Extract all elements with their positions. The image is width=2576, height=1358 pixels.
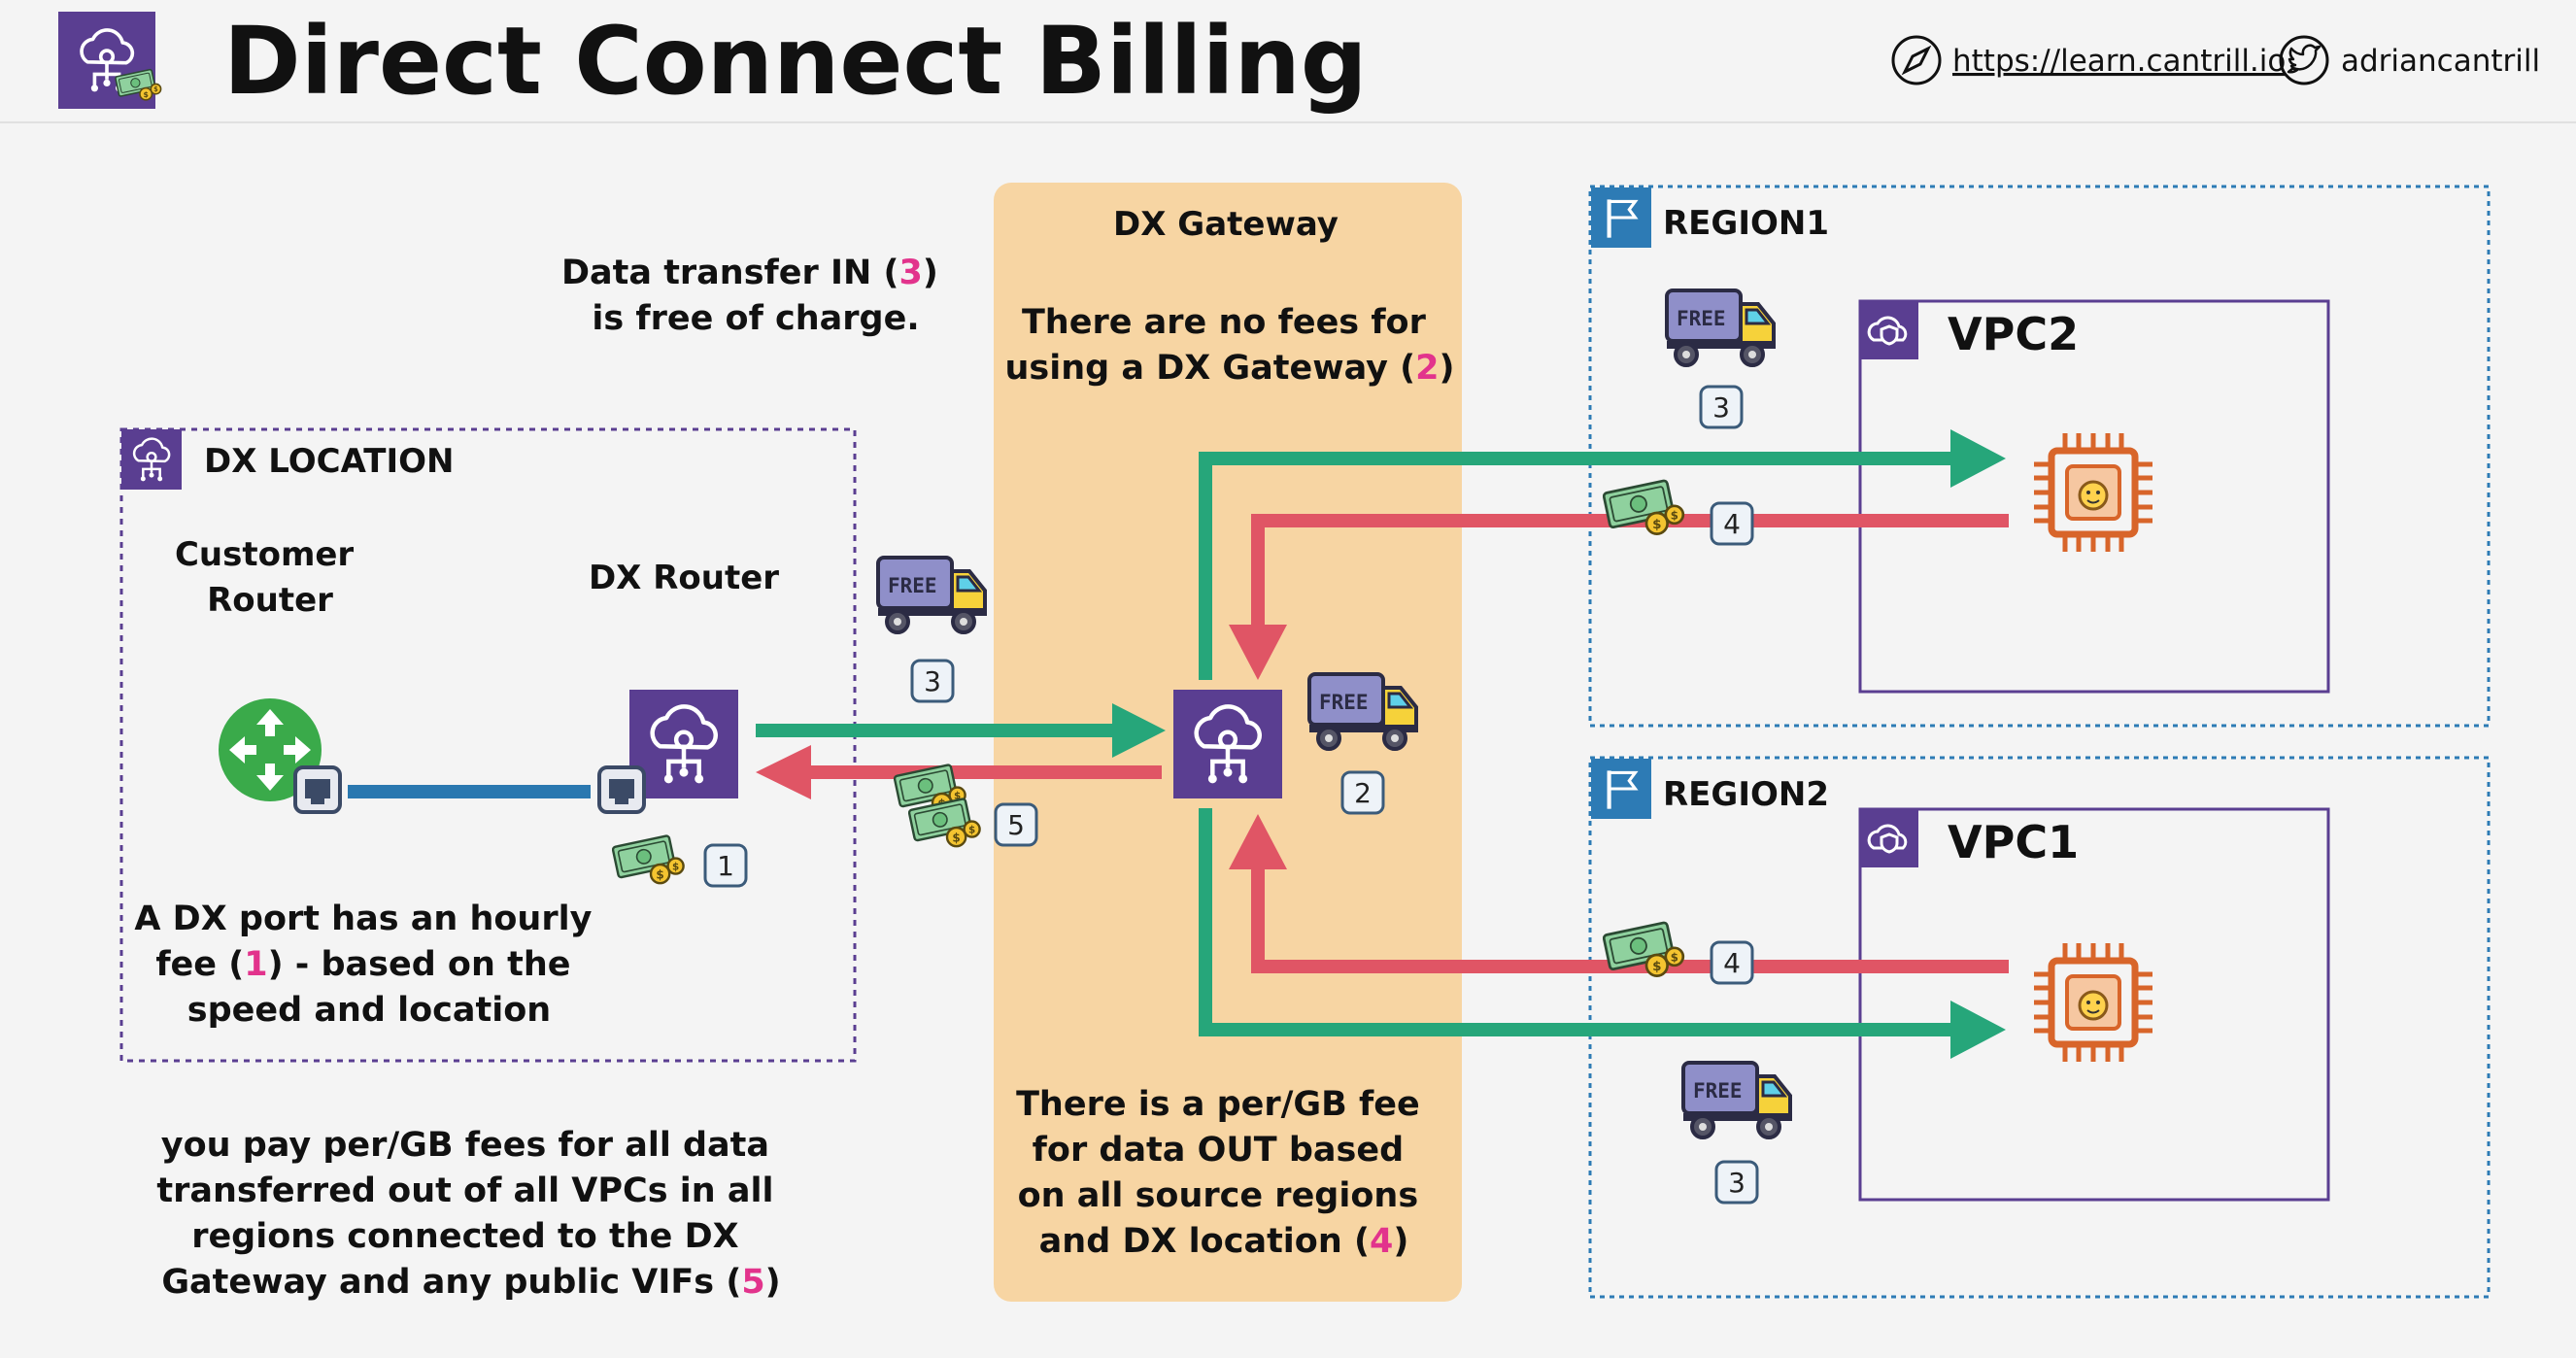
dx-location-box: DX LOCATION <box>119 427 857 1063</box>
footer-note: you pay per/GB fees for all data transfe… <box>156 1126 785 1302</box>
dx-gateway-icon <box>1173 690 1282 798</box>
egress-arrow-from-vpc1 <box>1251 865 2009 973</box>
money-port-fee-icon <box>612 833 685 885</box>
svg-text:3: 3 <box>1728 1167 1746 1199</box>
vpc1-icon <box>1860 809 1918 867</box>
svg-text:FREE: FREE <box>1693 1079 1743 1103</box>
ingress-arrow-to-vpc1 <box>1199 808 1957 1036</box>
svg-text:3: 3 <box>1712 391 1730 424</box>
free-truck-transfer-in: FREE <box>876 556 987 634</box>
dx-gateway-no-fee-note: There are no fees for using a DX Gateway… <box>1005 303 1455 388</box>
compass-icon <box>1891 35 1942 85</box>
region2-flag-icon <box>1591 759 1651 819</box>
dx-gateway-label: DX Gateway <box>1113 205 1339 244</box>
vpc2-label: VPC2 <box>1948 308 2079 360</box>
svg-text:FREE: FREE <box>1677 307 1726 330</box>
website-link[interactable]: https://learn.cantrill.io <box>1952 44 2286 79</box>
egress-arrow-from-vpc2 <box>1251 514 2009 629</box>
dx-location-label: DX LOCATION <box>204 442 454 481</box>
page-title: Direct Connect Billing <box>223 7 1368 116</box>
svg-text:FREE: FREE <box>1319 691 1369 714</box>
free-truck-gateway: FREE <box>1307 672 1418 751</box>
region2-label: REGION2 <box>1663 775 1829 814</box>
svg-text:4: 4 <box>1723 947 1741 979</box>
free-truck-region2: FREE <box>1681 1061 1792 1139</box>
customer-router-label: Customer Router <box>175 535 365 620</box>
badge-region1-out: 4 <box>1710 501 1754 546</box>
badge-port-fee: 1 <box>703 843 748 888</box>
badge-public-vif-fee: 5 <box>994 802 1038 847</box>
vpc1-box: VPC1 <box>1858 807 2330 1202</box>
badge-region1-in: 3 <box>1699 385 1744 429</box>
twitter-handle[interactable]: adriancantrill <box>2341 44 2540 79</box>
header: Direct Connect Billing https://learn.can… <box>0 7 2576 123</box>
dx-location-icon <box>121 429 182 490</box>
logo-icon <box>58 12 162 109</box>
ec2-instance-vpc1-icon <box>2034 943 2152 1062</box>
badge-transfer-in: 3 <box>910 659 955 703</box>
region2-box: REGION2 <box>1588 756 2491 1299</box>
ingress-arrow-to-vpc2 <box>1199 452 1957 680</box>
badge-gateway: 2 <box>1340 770 1385 815</box>
transfer-in-note: Data transfer IN (3) is free of charge. <box>561 254 950 338</box>
dx-gateway-data-out-note: There is a per/GB fee for data OUT based… <box>1016 1085 1432 1261</box>
svg-text:4: 4 <box>1723 508 1741 540</box>
dx-router-label: DX Router <box>589 559 779 597</box>
svg-text:FREE: FREE <box>888 574 937 597</box>
vpc2-box: VPC2 <box>1858 299 2330 694</box>
free-truck-region1: FREE <box>1665 289 1776 367</box>
flow-arrows <box>756 429 2009 1059</box>
svg-text:5: 5 <box>1007 809 1025 841</box>
dx-router-port-icon <box>597 765 646 814</box>
svg-text:1: 1 <box>717 850 734 882</box>
money-public-vif-icon-2 <box>908 797 981 848</box>
badge-region2-out: 4 <box>1710 940 1754 985</box>
twitter-icon <box>2279 35 2329 85</box>
customer-port-icon <box>293 765 342 814</box>
vpc1-label: VPC1 <box>1948 816 2079 868</box>
region1-label: REGION1 <box>1663 204 1829 243</box>
vpc2-icon <box>1860 301 1918 359</box>
svg-text:2: 2 <box>1354 777 1372 809</box>
svg-text:3: 3 <box>924 665 941 697</box>
badge-region2-in: 3 <box>1714 1160 1759 1205</box>
region1-flag-icon <box>1591 187 1651 248</box>
ec2-instance-vpc2-icon <box>2034 433 2152 552</box>
dx-port-fee-note: A DX port has an hourly fee (1) - based … <box>134 900 603 1030</box>
